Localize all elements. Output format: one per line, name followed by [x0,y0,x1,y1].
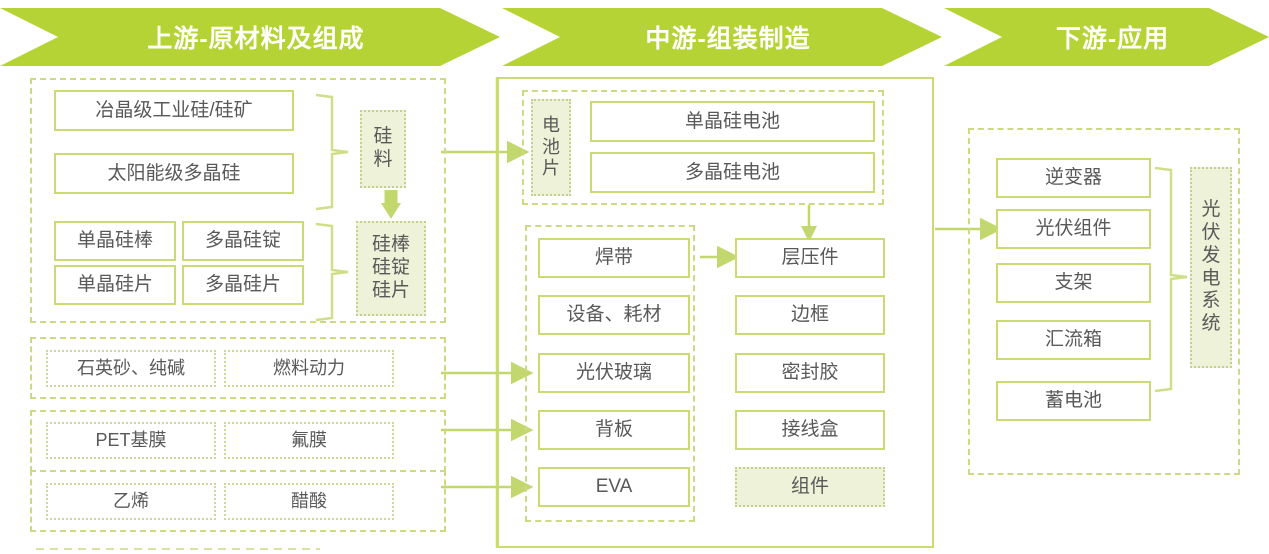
highlight-rod-ingot-wafer: 硅棒 硅锭 硅片 [356,221,426,316]
box-poly-silicon-cell[interactable]: 多晶硅电池 [590,152,875,193]
box-fluorine-film[interactable]: 氟膜 [224,422,394,459]
box-label: 太阳能级多晶硅 [107,162,241,184]
box-label: 汇流箱 [1044,329,1102,351]
box-label: 边框 [790,304,829,326]
box-label: 光伏玻璃 [575,362,652,384]
banner-downstream-label: 下游-应用 [1055,25,1170,53]
midstream-cell-frame [522,90,884,205]
box-fuel-power[interactable]: 燃料动力 [224,350,394,387]
banner-upstream: 上游-原材料及组成 [0,8,500,66]
box-mounting-bracket[interactable]: 支架 [996,263,1151,303]
box-label: 设备、耗材 [566,304,662,326]
box-pv-module[interactable]: 光伏组件 [996,209,1151,249]
box-label: 逆变器 [1044,167,1102,189]
highlight-label: 电 池 片 [542,115,560,179]
box-acetic-acid[interactable]: 醋酸 [224,483,394,520]
banner-upstream-label: 上游-原材料及组成 [147,25,365,53]
box-label: PET基膜 [95,430,167,451]
box-label: 焊带 [594,247,633,269]
box-sealant[interactable]: 密封胶 [735,353,885,393]
midstream-materials-frame [525,225,695,522]
banner-midstream-label: 中游-组装制造 [645,25,811,53]
box-label: 单晶硅片 [76,274,153,296]
box-label: 单晶硅电池 [684,110,780,132]
box-mono-silicon-cell[interactable]: 单晶硅电池 [590,101,875,142]
box-label: 乙烯 [113,491,149,512]
box-label: 背板 [594,419,633,441]
box-metallurgical-silicon[interactable]: 冶晶级工业硅/硅矿 [54,90,294,131]
box-mono-silicon-wafer[interactable]: 单晶硅片 [54,265,176,305]
highlight-pv-power-system: 光 伏 发 电 系 统 [1190,167,1232,368]
box-backsheet[interactable]: 背板 [538,410,690,450]
upstream-eva-frame [30,470,446,532]
box-label: 层压件 [781,247,839,269]
box-label: 多晶硅锭 [204,230,281,252]
box-label: 多晶硅电池 [684,161,780,183]
box-frame-part[interactable]: 边框 [735,295,885,335]
box-label: 多晶硅片 [204,274,281,296]
highlight-label: 硅 料 [373,126,393,170]
box-label: 石英砂、纯碱 [77,358,185,379]
downstream-frame [968,128,1240,475]
box-solar-grade-polysilicon[interactable]: 太阳能级多晶硅 [54,153,294,194]
box-label: 燃料动力 [273,358,345,379]
banner-downstream: 下游-应用 [944,8,1269,66]
highlight-label: 硅棒 硅锭 硅片 [371,234,410,301]
highlight-module: 组件 [735,467,885,507]
box-pet-base-film[interactable]: PET基膜 [46,422,216,459]
box-label: 蓄电池 [1044,390,1102,412]
box-label: 密封胶 [781,362,839,384]
upstream-silicon-frame [30,78,446,323]
box-label: 光伏组件 [1035,218,1112,240]
box-eva[interactable]: EVA [538,467,690,507]
box-solder-ribbon[interactable]: 焊带 [538,238,690,278]
box-label: 氟膜 [291,430,327,451]
box-mono-silicon-rod[interactable]: 单晶硅棒 [54,221,176,261]
highlight-label: 光 伏 发 电 系 统 [1201,199,1221,335]
midstream-frame [497,77,934,548]
box-pv-glass[interactable]: 光伏玻璃 [538,353,690,393]
box-label: 支架 [1054,272,1093,294]
highlight-cell-sheet: 电 池 片 [531,99,571,196]
box-label: 接线盒 [781,419,839,441]
box-ethylene[interactable]: 乙烯 [46,483,216,520]
highlight-label: 组件 [790,475,829,497]
box-poly-silicon-ingot[interactable]: 多晶硅锭 [182,221,304,261]
box-combiner-box[interactable]: 汇流箱 [996,320,1151,360]
box-equipment-consumables[interactable]: 设备、耗材 [538,295,690,335]
box-quartz-sand-soda-ash[interactable]: 石英砂、纯碱 [46,350,216,387]
highlight-silicon-material: 硅 料 [360,110,406,188]
box-storage-battery[interactable]: 蓄电池 [996,381,1151,421]
box-label: 醋酸 [291,491,327,512]
box-label: 冶晶级工业硅/硅矿 [95,99,253,121]
box-laminate[interactable]: 层压件 [735,238,885,278]
box-label: EVA [595,476,633,498]
banner-midstream: 中游-组装制造 [502,8,942,66]
upstream-glass-frame [30,337,446,399]
box-poly-silicon-wafer[interactable]: 多晶硅片 [182,265,304,305]
box-inverter[interactable]: 逆变器 [996,158,1151,198]
box-junction-box[interactable]: 接线盒 [735,410,885,450]
box-label: 单晶硅棒 [76,230,153,252]
